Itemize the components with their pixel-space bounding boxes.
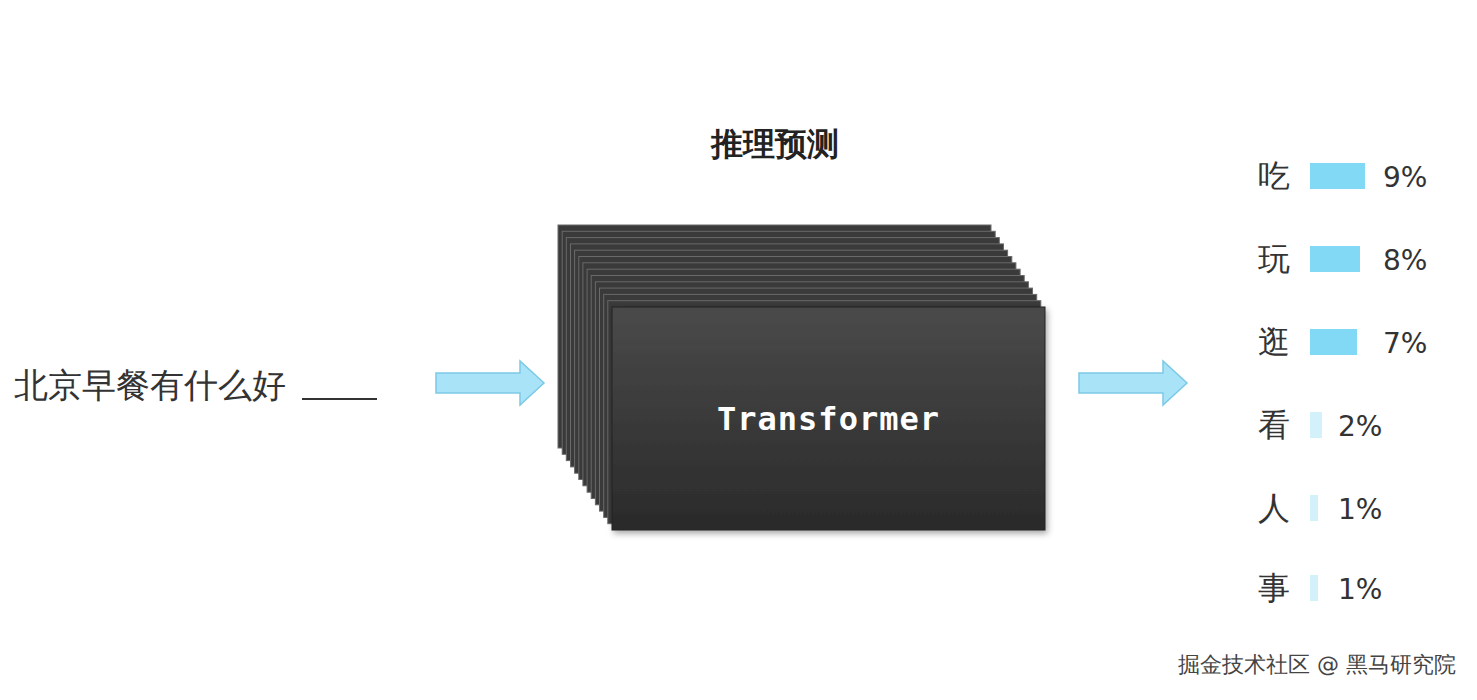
token-char: 人 bbox=[1258, 492, 1290, 524]
probability-bar bbox=[1310, 575, 1318, 601]
probability-bar bbox=[1310, 329, 1357, 355]
front-layer bbox=[612, 307, 1045, 530]
watermark: 掘金技术社区 @ 黑马研究院 bbox=[1178, 654, 1456, 676]
blank-underline bbox=[302, 398, 377, 400]
transformer-box: Transformer bbox=[612, 307, 1045, 530]
probability-value: 2% bbox=[1338, 413, 1382, 441]
probability-value: 1% bbox=[1338, 576, 1382, 604]
token-char: 看 bbox=[1258, 409, 1290, 441]
diagram-title: 推理预测 bbox=[711, 128, 839, 160]
input-arrow bbox=[436, 361, 544, 405]
token-char: 事 bbox=[1258, 572, 1290, 604]
probability-value: 1% bbox=[1338, 496, 1382, 524]
token-char: 吃 bbox=[1258, 160, 1290, 192]
probability-bar bbox=[1310, 246, 1360, 272]
probability-value: 7% bbox=[1383, 330, 1427, 358]
probability-bar bbox=[1310, 495, 1318, 521]
token-char: 玩 bbox=[1258, 243, 1290, 275]
probability-bar bbox=[1310, 163, 1365, 189]
token-char: 逛 bbox=[1258, 326, 1290, 358]
node-label: Transformer bbox=[717, 400, 940, 438]
output-arrow bbox=[1079, 361, 1187, 405]
probability-bar bbox=[1310, 412, 1322, 438]
transformer-stack bbox=[558, 225, 1045, 530]
probability-value: 9% bbox=[1383, 164, 1427, 192]
probability-bars bbox=[1310, 163, 1365, 601]
probability-value: 8% bbox=[1383, 247, 1427, 275]
input-text: 北京早餐有什么好 bbox=[14, 368, 286, 402]
